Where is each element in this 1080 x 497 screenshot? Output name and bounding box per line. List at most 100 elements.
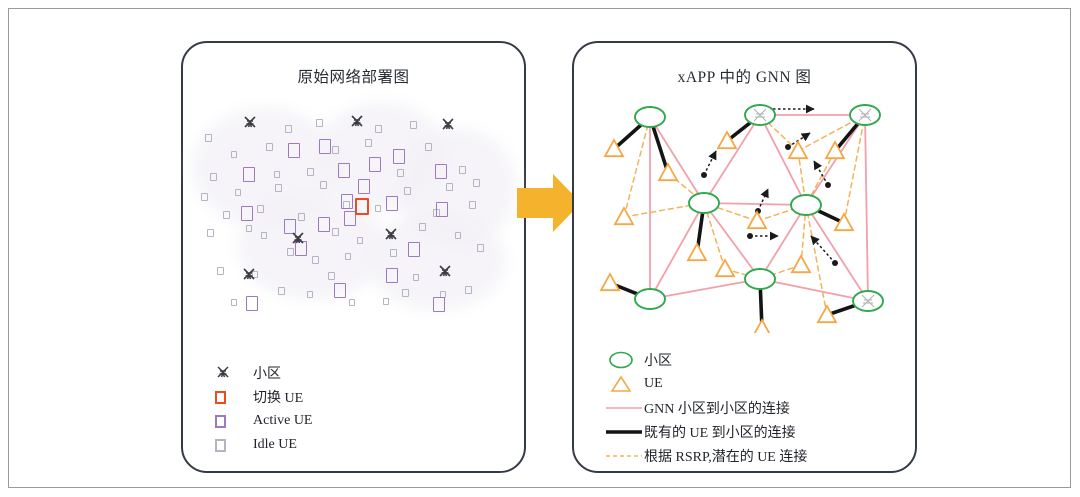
cell-tower-icon bbox=[349, 114, 365, 130]
ue-node bbox=[603, 138, 625, 158]
cell-node bbox=[849, 104, 881, 126]
active-ue-marker bbox=[435, 164, 447, 179]
idle-ue-marker bbox=[477, 244, 484, 252]
idle-ue-marker bbox=[404, 187, 411, 195]
cell-node bbox=[744, 104, 776, 126]
cell-node bbox=[790, 194, 822, 216]
potential-ue-link bbox=[805, 204, 828, 316]
left-panel: 原始网络部署图 bbox=[181, 41, 526, 473]
idle-ue-marker bbox=[349, 299, 355, 306]
black-line-icon bbox=[604, 426, 644, 438]
green-ellipse-icon bbox=[604, 350, 644, 370]
network-deployment-scatter bbox=[191, 101, 517, 333]
idle-ue-marker bbox=[473, 179, 480, 187]
tower-icon bbox=[213, 365, 253, 381]
figure-outer-frame: 原始网络部署图 bbox=[8, 8, 1071, 488]
legend-item-handover-ue: 切换 UE bbox=[213, 385, 312, 409]
potential-ue-link bbox=[756, 204, 807, 222]
ue-node bbox=[790, 254, 812, 274]
idle-ue-marker bbox=[459, 166, 466, 174]
active-ue-marker bbox=[433, 297, 445, 312]
pink-line-icon bbox=[604, 402, 644, 414]
idle-ue-marker bbox=[266, 143, 273, 151]
cell-tower-icon bbox=[241, 267, 257, 283]
idle-ue-marker bbox=[217, 267, 224, 275]
gnn-graph bbox=[582, 93, 912, 333]
idle-ue-marker bbox=[231, 299, 237, 306]
left-panel-title: 原始网络部署图 bbox=[297, 69, 410, 86]
legend-label-cell: 小区 bbox=[253, 367, 281, 382]
active-ue-marker bbox=[288, 143, 300, 158]
cell-cell-link bbox=[759, 278, 869, 302]
legend-item-ue: UE bbox=[604, 372, 807, 396]
cell-tower-icon bbox=[440, 117, 456, 133]
scatter-background-blob bbox=[237, 191, 387, 301]
cell-cell-link bbox=[805, 114, 866, 206]
cell-cell-link bbox=[703, 202, 761, 280]
ue-node bbox=[686, 242, 708, 262]
idle-ue-marker bbox=[316, 119, 323, 127]
idle-ue-marker bbox=[312, 256, 319, 264]
idle-ue-marker bbox=[207, 229, 214, 237]
cell-node bbox=[634, 106, 666, 128]
active-ue-marker bbox=[386, 196, 398, 211]
cell-node bbox=[688, 192, 720, 214]
legend-label-cell-cell-link: GNN 小区到小区的连接 bbox=[644, 402, 790, 417]
idle-ue-marker bbox=[413, 274, 419, 281]
cell-node bbox=[634, 288, 666, 310]
legend-item-cell: 小区 bbox=[604, 348, 807, 372]
idle-ue-marker bbox=[446, 183, 453, 191]
active-ue-marker bbox=[344, 211, 356, 226]
purple-square-icon bbox=[213, 414, 253, 428]
idle-ue-marker bbox=[365, 139, 372, 147]
idle-ue-marker bbox=[201, 193, 208, 201]
cell-cell-link bbox=[864, 114, 869, 302]
transform-arrow-icon bbox=[517, 172, 581, 234]
cell-tower-icon bbox=[858, 108, 872, 122]
potential-ue-link bbox=[703, 202, 726, 270]
ue-node bbox=[657, 162, 679, 182]
active-ue-marker bbox=[386, 268, 398, 283]
idle-ue-marker bbox=[425, 143, 432, 151]
idle-ue-marker bbox=[455, 232, 461, 239]
active-ue-marker bbox=[241, 206, 253, 221]
idle-ue-marker bbox=[402, 289, 409, 297]
idle-ue-marker bbox=[257, 205, 264, 213]
ue-node bbox=[716, 130, 738, 150]
idle-ue-marker bbox=[285, 125, 292, 133]
idle-ue-marker bbox=[261, 232, 267, 239]
legend-label-cell: 小区 bbox=[644, 354, 672, 369]
idle-ue-marker bbox=[307, 291, 313, 298]
cell-tower-icon bbox=[290, 231, 306, 247]
red-square-icon bbox=[213, 390, 253, 404]
cell-tower-icon bbox=[753, 108, 767, 122]
gnn-graph-canvas bbox=[599, 104, 884, 333]
legend-label-ue: UE bbox=[644, 376, 663, 391]
active-ue-marker bbox=[246, 296, 258, 311]
legend-item-idle-ue: Idle UE bbox=[213, 433, 312, 457]
ue-node bbox=[816, 304, 838, 324]
active-ue-marker bbox=[436, 202, 448, 217]
scatter-background-blob bbox=[367, 211, 507, 311]
cell-cell-link bbox=[759, 204, 807, 280]
ue-motion-arrow-icon bbox=[813, 160, 831, 188]
gray-square-icon bbox=[213, 438, 253, 452]
active-ue-marker bbox=[284, 219, 296, 234]
idle-ue-marker bbox=[345, 253, 351, 260]
idle-ue-marker bbox=[298, 213, 305, 221]
ue-node bbox=[787, 140, 809, 160]
active-ue-marker bbox=[338, 163, 350, 178]
legend-label-handover-ue: 切换 UE bbox=[253, 391, 304, 406]
idle-ue-marker bbox=[235, 189, 241, 196]
right-panel-title: xAPP 中的 GNN 图 bbox=[677, 69, 812, 86]
ue-node bbox=[613, 206, 635, 226]
legend-label-active-ue: Active UE bbox=[253, 413, 313, 428]
cell-cell-link bbox=[703, 202, 807, 206]
active-ue-marker bbox=[243, 167, 255, 182]
cell-tower-icon bbox=[383, 227, 399, 243]
ue-motion-arrow-icon bbox=[747, 231, 779, 241]
idle-ue-marker bbox=[275, 184, 282, 192]
idle-ue-marker bbox=[383, 298, 389, 305]
cell-tower-icon bbox=[437, 264, 453, 280]
